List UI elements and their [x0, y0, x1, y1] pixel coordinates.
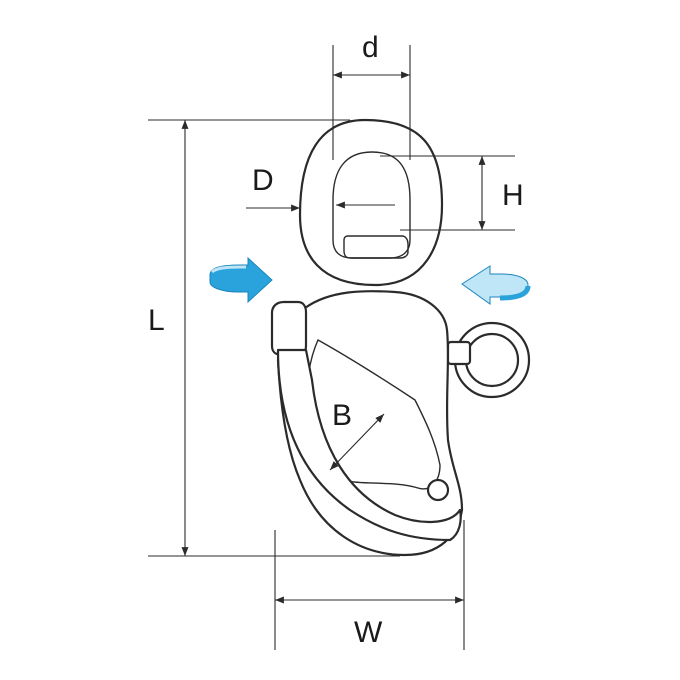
dimension-H: H	[380, 155, 524, 231]
label-d: d	[362, 31, 379, 64]
label-H: H	[502, 179, 524, 212]
shackle-body	[270, 290, 531, 557]
swivel-eye	[298, 118, 444, 287]
dimension-L: L	[148, 119, 400, 557]
dimension-D: D	[246, 164, 395, 212]
rotation-arrow-left-icon	[209, 256, 273, 304]
dimension-B: B	[329, 399, 385, 471]
rotation-arrow-right-icon	[461, 265, 531, 305]
dimension-W: W	[274, 520, 465, 650]
label-B: B	[332, 399, 352, 432]
label-D: D	[252, 164, 274, 197]
dimension-d: d	[332, 31, 411, 160]
label-L: L	[148, 304, 165, 337]
label-W: W	[354, 616, 383, 649]
